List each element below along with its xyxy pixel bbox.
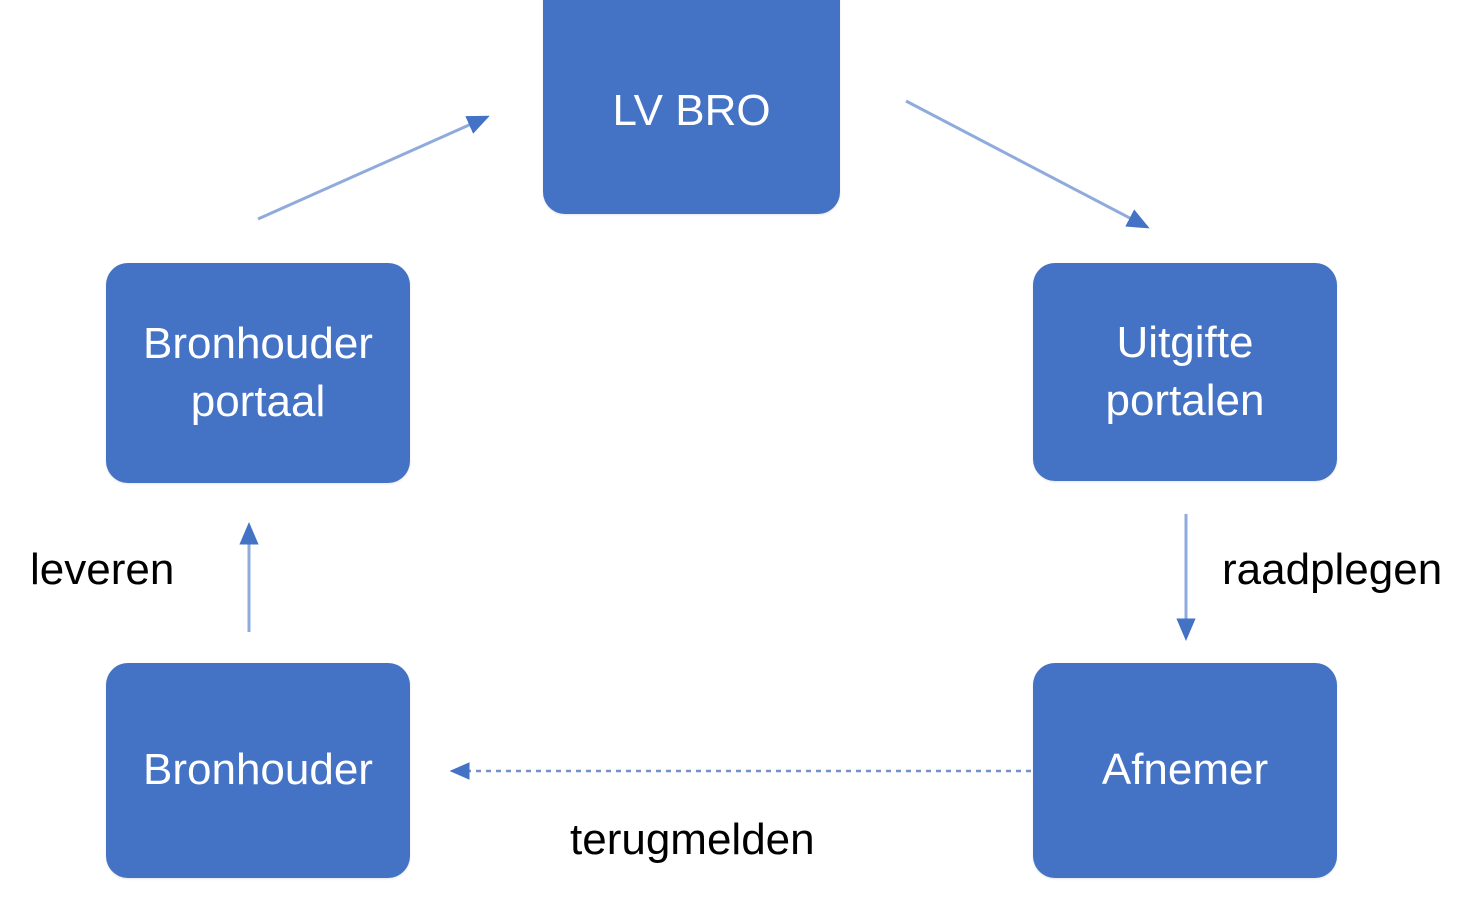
node-lv-bro-label: LV BRO (612, 85, 771, 135)
node-afnemer[interactable]: Afnemer (1033, 663, 1337, 878)
edge-label-leveren: leveren (30, 545, 175, 594)
node-afnemer-label: Afnemer (1101, 745, 1269, 795)
arrow-bronhouder-portaal-to-lv-bro (257, 115, 490, 221)
node-uitgifte-portalen-label: Uitgifte portalen (1105, 317, 1265, 425)
node-lv-bro[interactable]: LV BRO (543, 0, 840, 214)
node-bronhouder-label: Bronhouder (143, 745, 373, 795)
node-bronhouder-portaal-label: Bronhouder portaal (143, 318, 373, 426)
node-bronhouder[interactable]: Bronhouder (106, 663, 410, 878)
edge-label-terugmelden: terugmelden (570, 815, 815, 864)
node-bronhouder-portaal[interactable]: Bronhouder portaal (106, 263, 410, 483)
arrow-lv-bro-to-uitgifte-portalen (905, 99, 1150, 229)
edge-label-raadplegen: raadplegen (1222, 545, 1443, 594)
node-uitgifte-portalen[interactable]: Uitgifte portalen (1033, 263, 1337, 481)
